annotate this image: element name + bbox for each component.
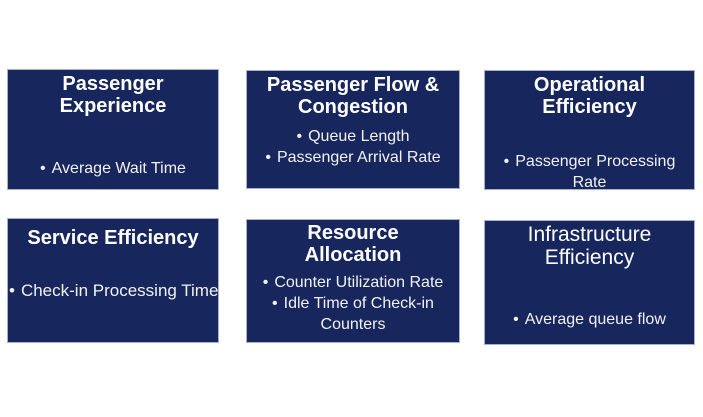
card-resource-allocation: Resource Allocation • Counter Utilization… xyxy=(246,219,460,343)
bullet-dot: • xyxy=(9,281,15,300)
bullet-list: • Average Wait Time xyxy=(8,158,218,179)
card-service-efficiency: Service Efficiency • Check-in Processing … xyxy=(7,218,219,343)
card-title: Operational Efficiency xyxy=(533,74,646,118)
bullet-item: • Idle Time of Check-in Counters xyxy=(247,293,459,335)
bullet-dot: • xyxy=(296,128,303,145)
bullet-text: Check-in Processing Time xyxy=(20,281,219,300)
bullet-text: Passenger Arrival Rate xyxy=(276,149,441,166)
bullet-dot: • xyxy=(503,153,510,170)
card-title: Passenger Experience xyxy=(59,73,167,117)
bullet-item: • Average Wait Time xyxy=(8,158,218,179)
card-title: Passenger Flow & Congestion xyxy=(266,74,440,118)
bullet-text: Passenger Processing Rate xyxy=(515,153,676,191)
card-passenger-flow-congestion: Passenger Flow & Congestion • Queue Lengt… xyxy=(246,70,460,189)
bullet-list: • Passenger Processing Rate xyxy=(485,151,694,193)
bullet-item: • Average queue flow xyxy=(485,309,694,330)
bullet-list: • Average queue flow xyxy=(485,309,694,330)
card-title: Service Efficiency xyxy=(27,227,199,249)
bullet-dot: • xyxy=(513,311,519,328)
bullet-dot: • xyxy=(272,295,278,312)
bullet-list: • Queue Length • Passenger Arrival Rate xyxy=(247,126,459,168)
bullet-text: Queue Length xyxy=(308,128,410,145)
bullet-dot: • xyxy=(265,149,271,166)
card-passenger-experience: Passenger Experience • Average Wait Time xyxy=(7,69,219,190)
bullet-list: • Counter Utilization Rate • Idle Time of … xyxy=(247,272,459,335)
bullet-text: Average Wait Time xyxy=(51,160,186,177)
card-title: Infrastructure Efficiency xyxy=(527,223,652,269)
bullet-item: • Passenger Processing Rate xyxy=(485,151,694,193)
bullet-item: • Check-in Processing Time xyxy=(8,280,218,301)
card-title: Resource Allocation xyxy=(304,222,402,266)
card-infrastructure-efficiency: Infrastructure Efficiency • Average queue… xyxy=(484,220,695,345)
bullet-list: • Check-in Processing Time xyxy=(8,280,218,301)
bullet-text: Idle Time of Check-in Counters xyxy=(283,295,434,333)
bullet-text: Counter Utilization Rate xyxy=(274,274,444,291)
bullet-dot: • xyxy=(262,274,269,291)
bullet-item: • Counter Utilization Rate xyxy=(247,272,459,293)
bullet-dot: • xyxy=(40,160,46,177)
card-operational-efficiency: Operational Efficiency • Passenger Proces… xyxy=(484,70,695,193)
bullet-item: • Passenger Arrival Rate xyxy=(247,147,459,168)
bullet-item: • Queue Length xyxy=(247,126,459,147)
bullet-text: Average queue flow xyxy=(524,311,666,328)
